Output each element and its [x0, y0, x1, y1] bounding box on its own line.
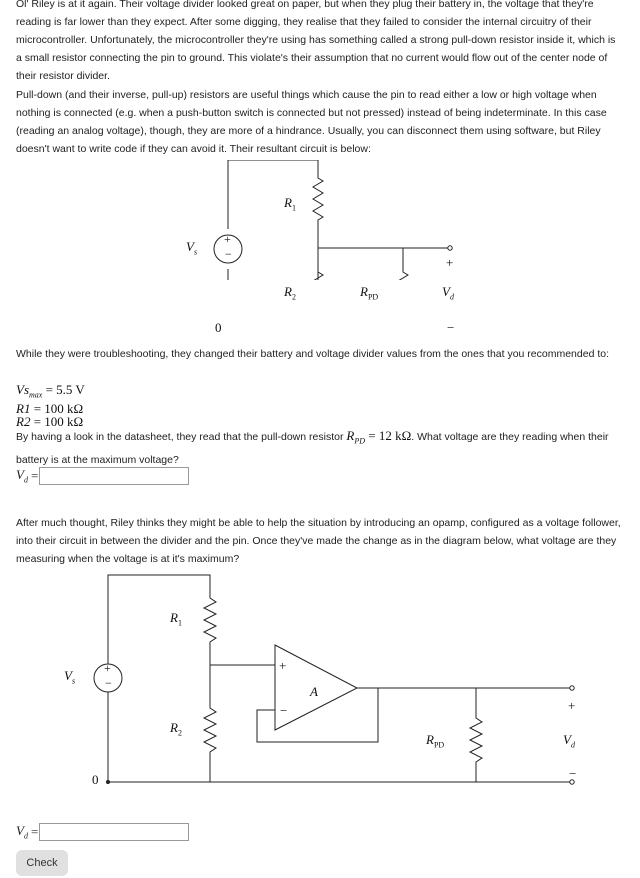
wire	[107, 692, 210, 783]
pulldown-paragraph: Pull-down (and their inverse, pull-up) r…	[16, 89, 607, 155]
terminal-negative	[569, 779, 575, 785]
vd-label: Vd	[442, 284, 454, 302]
ground-node	[106, 780, 110, 784]
r1-value: R1 = 100 kΩ	[16, 400, 84, 416]
terminal-minus-label: −	[447, 320, 455, 335]
opamp-icon	[274, 644, 359, 731]
values-block: Vsmax = 5.5 V R1 = 100 kΩ R2 = 100 kΩ	[16, 383, 85, 428]
terminal-positive	[569, 685, 575, 691]
resistor-r1	[202, 590, 218, 650]
resistor-r2	[202, 700, 218, 760]
answer-1-input[interactable]	[39, 467, 190, 485]
rpd-label: RPD	[360, 284, 379, 302]
circuit-diagram-opamp	[93, 574, 575, 785]
resistor-r2	[313, 264, 324, 280]
answer-2-input[interactable]	[39, 823, 190, 841]
r2-value: R2 = 100 kΩ	[16, 413, 84, 429]
answer-1-label: Vd	[16, 467, 28, 485]
r2-label: R2	[284, 284, 296, 302]
resistor-r1	[312, 170, 324, 226]
resistor-rpd	[398, 264, 409, 280]
answer-1-equals: =	[30, 468, 39, 483]
answer-2-equals: =	[30, 824, 39, 839]
answer-row-1: Vd =	[16, 465, 190, 487]
wire	[107, 574, 211, 665]
vs-max-value: Vsmax = 5.5 V	[16, 382, 85, 400]
rpd-value: RPD = 12 kΩ	[346, 428, 412, 446]
circuit-diagram-divider	[213, 160, 453, 280]
resistor-rpd	[468, 710, 484, 768]
opamp-paragraph: After much thought, Riley thinks they mi…	[16, 517, 621, 565]
wire	[227, 160, 319, 229]
voltage-source-icon	[93, 663, 123, 693]
troubleshooting-paragraph: While they were troubleshooting, they ch…	[16, 348, 610, 360]
ground-label: 0	[215, 320, 222, 335]
check-button[interactable]: Check	[16, 850, 68, 876]
answer-row-2: Vd =	[16, 821, 190, 843]
terminal-positive	[447, 245, 453, 251]
feedback-wire	[256, 688, 379, 743]
intro-paragraph: Ol' Riley is at it again. Their voltage …	[16, 0, 616, 82]
answer-2-label: Vd	[16, 823, 28, 841]
voltage-source-icon	[213, 234, 243, 264]
datasheet-paragraph: By having a look in the datasheet, they …	[16, 428, 609, 466]
